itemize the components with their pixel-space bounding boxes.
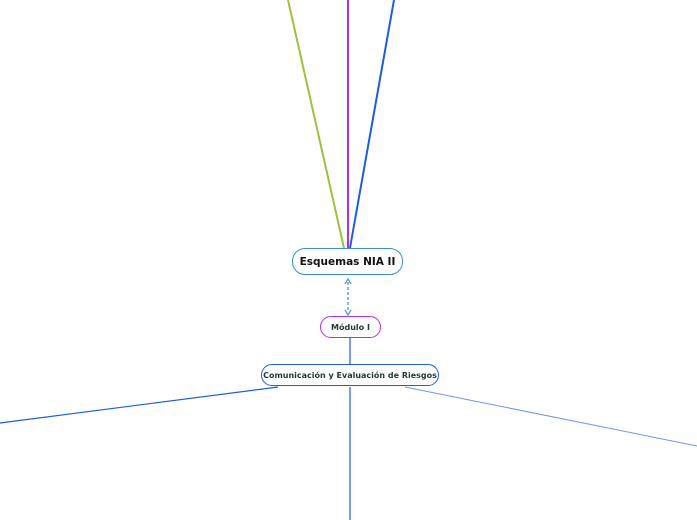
modulo-node[interactable]: Módulo I — [320, 316, 381, 338]
blue-branch-line — [349, 0, 395, 249]
left-branch-line — [0, 386, 279, 424]
arrow-up-icon — [344, 277, 352, 285]
comunicacion-node[interactable]: Comunicación y Evaluación de Riesgos — [261, 364, 439, 386]
green-branch-line — [287, 0, 345, 249]
central-topic-node[interactable]: Esquemas NIA II — [292, 248, 403, 275]
right-branch-line — [404, 386, 697, 447]
arrow-down-icon — [344, 309, 352, 317]
comunicacion-label: Comunicación y Evaluación de Riesgos — [263, 370, 437, 380]
modulo-label: Módulo I — [331, 322, 370, 332]
central-topic-label: Esquemas NIA II — [299, 255, 396, 268]
